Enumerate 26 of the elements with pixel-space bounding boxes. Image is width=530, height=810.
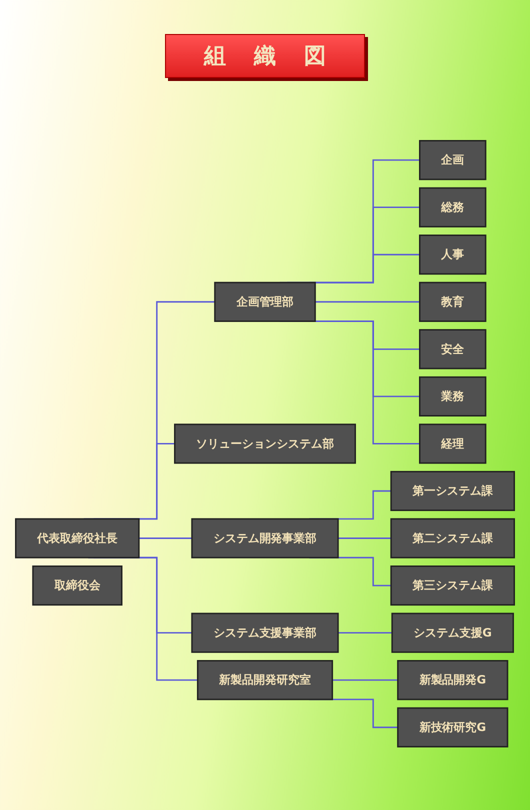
connector	[332, 680, 399, 682]
node-box: 新製品開発G	[397, 660, 508, 700]
node-box: 安全	[419, 329, 486, 370]
node-box: 企画管理部	[214, 282, 316, 322]
node-box: 人事	[419, 234, 486, 275]
node-box: 第一システム課	[390, 471, 515, 512]
node-box: 取締役会	[32, 566, 122, 606]
node-box: 経理	[419, 424, 486, 464]
node-box: 新製品開発研究室	[196, 660, 334, 700]
node-box: 総務	[419, 188, 486, 228]
title-banner: 組織図	[165, 34, 365, 78]
connector	[338, 538, 392, 540]
node-box: 教育	[419, 282, 486, 322]
node-box: 第三システム課	[390, 566, 515, 606]
node-box: 新技術研究G	[397, 708, 508, 748]
node-box: 代表取締役社長	[15, 518, 140, 559]
node-box: 第二システム課	[390, 518, 515, 559]
node-box: 企画	[419, 140, 486, 180]
connector	[315, 301, 420, 303]
node-box: ソリューションシステム部	[174, 424, 356, 464]
node-box: 業務	[419, 376, 486, 417]
node-box: システム支援G	[391, 613, 514, 654]
connector	[138, 538, 193, 540]
node-box: システム支援事業部	[191, 613, 339, 654]
node-box: システム開発事業部	[191, 518, 339, 559]
connector	[338, 632, 393, 634]
